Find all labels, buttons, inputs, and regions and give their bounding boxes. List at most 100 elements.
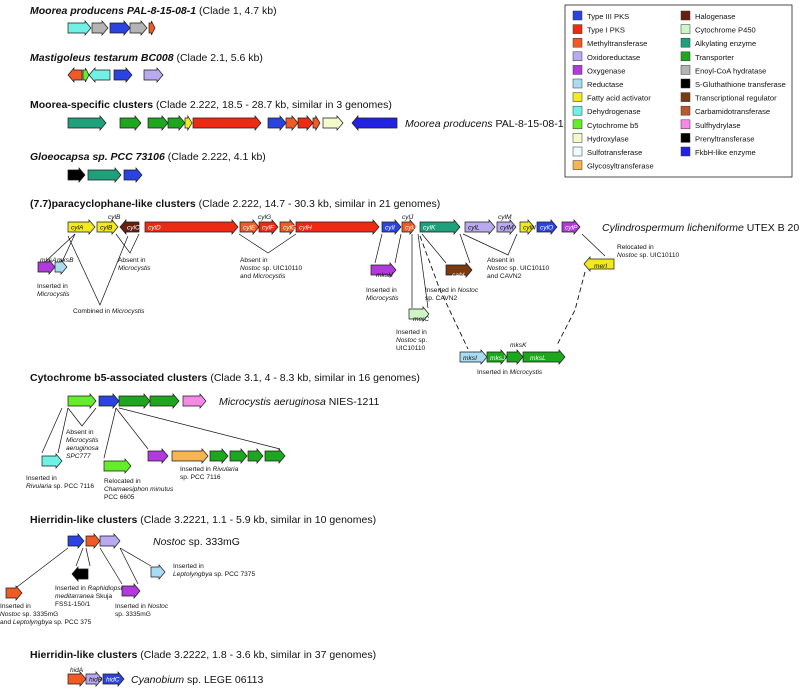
gene-arrow-mt	[5, 585, 23, 601]
gene-arrow-cylO	[536, 219, 558, 235]
cluster-6-riv1	[41, 453, 63, 469]
gene-label-hidC: hidC	[106, 676, 120, 683]
gene-label-cabI: cabI	[452, 272, 465, 279]
connector-reloc	[103, 407, 117, 459]
gene-arrow-red	[150, 564, 166, 580]
cluster-5-cabI	[445, 262, 473, 278]
section-8-heading: Hierridin-like clusters (Clade 3.2222, 1…	[30, 649, 376, 661]
section-6-detail: (Clade 3.1, 4 - 8.3 kb, similar in 16 ge…	[207, 372, 419, 384]
gene-label-mksB: mksB	[57, 257, 74, 264]
gene-label-cylJ-top: cylJ	[402, 214, 414, 221]
gene-label-mksK: mksK	[510, 342, 527, 349]
connector-s7-nos-left	[99, 547, 123, 585]
gene-label-mksI: mksI	[463, 355, 477, 362]
connector-s7-lep	[119, 547, 152, 567]
cluster-7-rap	[71, 566, 89, 582]
section-2-heading: Mastigoleus testarum BC008 (Clade 2.1, 5…	[30, 52, 263, 64]
section-4-detail: (Clade 2.222, 4.1 kb)	[165, 151, 266, 163]
section-5-organism: Cylindrospermum licheniforme UTEX B 2014	[602, 222, 800, 234]
section-7-heading: Hierridin-like clusters (Clade 3.2221, 1…	[30, 514, 376, 526]
gene-arrow-trans	[247, 448, 264, 464]
gene-arrow-trans	[167, 115, 186, 131]
connector-absent-uic	[238, 233, 297, 254]
section-6-organism-genus: Microcystis aeruginosa	[219, 396, 326, 408]
gene-label-mksH: mksH	[376, 272, 393, 279]
section-8-organism: Cyanobium sp. LEGE 06113	[131, 674, 263, 686]
gene-label-merC: merC	[413, 316, 429, 323]
gene-label-mksJ: mksJ	[490, 355, 506, 362]
gene-arrow-cylB	[96, 219, 119, 235]
section-2-title: Mastigoleus testarum BC008	[30, 52, 174, 64]
gene-arrow-mt	[285, 115, 299, 131]
gene-arrow-t3pks	[67, 533, 85, 549]
gene-arrow-trans	[119, 115, 142, 131]
gene-arrow-enoyl	[129, 20, 148, 36]
section-8-title: Hierridin-like clusters	[30, 649, 138, 661]
section-5-detail: (Clade 2.222, 14.7 - 30.3 kb, similar in…	[196, 198, 441, 210]
legend-swatch-treg	[680, 92, 691, 102]
section-mastigoleus-testarum: Mastigoleus testarum BC008 (Clade 2.1, 5…	[30, 52, 263, 83]
gene-arrow-ox	[99, 533, 121, 549]
gene-arrow-hyd	[322, 115, 344, 131]
gene-label-hidA: hidA	[70, 667, 84, 674]
section-7-detail: (Clade 3.2221, 1.1 - 5.9 kb, similar in …	[137, 514, 376, 526]
connector-riv1-right	[57, 407, 69, 454]
connector-mksH-left	[374, 233, 383, 264]
gene-arrow-mt	[67, 671, 87, 687]
cluster-4	[67, 167, 143, 183]
connector-riv2-left	[115, 407, 149, 450]
gene-arrow-dh	[88, 67, 111, 83]
cluster-5-mksH	[370, 262, 397, 278]
gene-arrow-cylJ	[401, 219, 417, 235]
legend-label-oxy: Oxygenase	[587, 66, 625, 75]
legend-label-treg: Transcriptional regulator	[695, 94, 777, 103]
section-3-title: Moorea-specific clusters	[30, 99, 153, 111]
gene-arrow-sulfhy	[182, 393, 207, 409]
gene-arrow-enoyl	[91, 20, 109, 36]
section-8-organism-strain: sp. LEGE 06113	[184, 674, 263, 686]
section-6-title: Cytochrome b5-associated clusters	[30, 372, 208, 384]
gene-arrow-trans	[118, 393, 151, 409]
gene-arrow-t3pks	[109, 20, 131, 36]
legend-swatch-t3pks	[572, 10, 583, 21]
connector-combined	[67, 235, 129, 306]
gene-arrow-cyb5	[82, 67, 90, 83]
gene-arrow-p450	[408, 306, 430, 322]
section-8-detail: (Clade 3.2222, 1.8 - 3.6 kb, similar in …	[137, 649, 376, 661]
gene-arrow-oxy	[147, 448, 169, 464]
connector-s7-nos-right	[119, 547, 139, 585]
gene-label-cylB-top: cylB	[108, 214, 121, 221]
note-combined-microcystis: Combined in Microcystis	[73, 308, 145, 315]
gene-arrow-red	[54, 259, 68, 275]
gene-arrow-cylC	[119, 219, 140, 235]
gene-arrow-fkbh	[351, 115, 398, 131]
gene-label-cylE: cylE	[243, 224, 256, 231]
legend-swatch-prenyl	[680, 133, 691, 143]
cluster-7-nos	[121, 583, 141, 599]
gene-arrow-trans	[264, 448, 286, 464]
legend-label-dh: Dehydrogenase	[587, 107, 641, 116]
cluster-5-mks-ijkl	[459, 349, 566, 365]
cluster-6-reloc	[103, 458, 132, 474]
legend-swatch-gst	[680, 78, 691, 89]
cluster-3	[67, 114, 398, 132]
gene-arrow-oxy	[370, 262, 397, 278]
gene-label-merI: merI	[594, 263, 607, 270]
cluster-6-riv2	[147, 448, 286, 464]
gene-arrow-oxy	[121, 583, 141, 599]
gene-arrow-glyco	[171, 448, 209, 464]
gene-label-cylL: cylL	[468, 224, 480, 231]
legend-label-t3pks: Type III PKS	[587, 12, 629, 21]
legend-swatch-trans	[680, 51, 691, 62]
section-hierridin-3-2222: Hierridin-like clusters (Clade 3.2222, 1…	[30, 649, 376, 687]
legend-swatch-glyco	[572, 160, 583, 170]
connector-merC-right	[417, 233, 429, 309]
connector-absent-cylC	[115, 233, 140, 254]
